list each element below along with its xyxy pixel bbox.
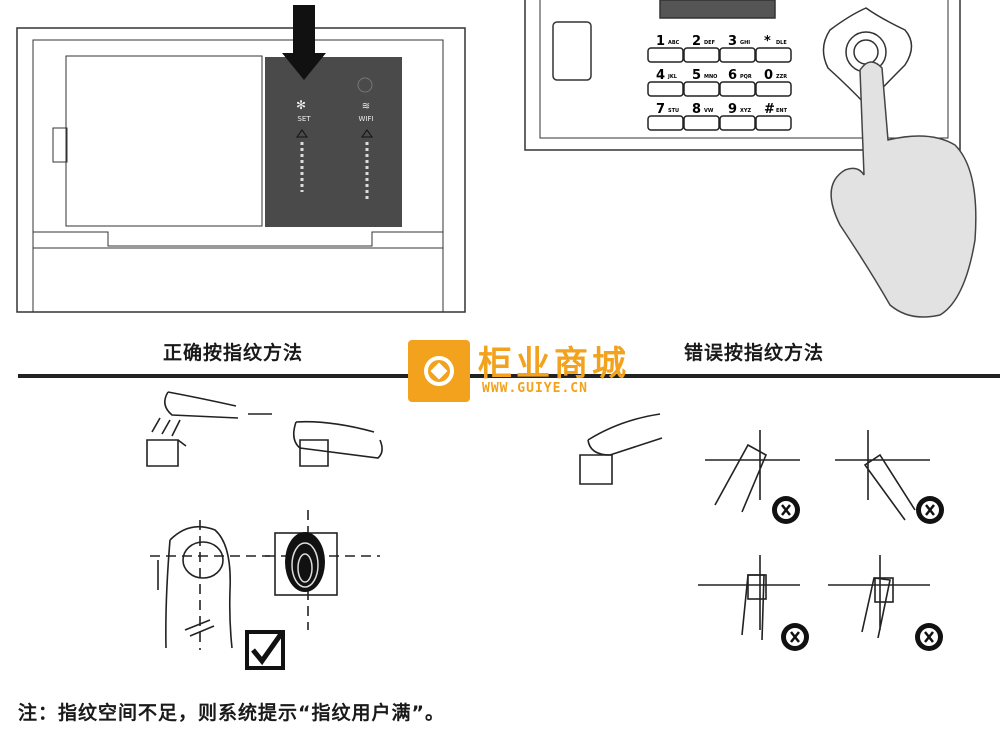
hand-pointing xyxy=(830,61,977,318)
footnote: 注：指纹空间不足，则系统提示“指纹用户满”。 xyxy=(18,702,445,724)
wrong-x-icon xyxy=(915,623,943,651)
svg-text:MNO: MNO xyxy=(704,74,717,80)
svg-text:#: # xyxy=(764,102,775,117)
svg-text:JKL: JKL xyxy=(667,74,678,80)
watermark-name: 柜业商城 xyxy=(478,344,630,384)
svg-text:*: * xyxy=(764,34,771,49)
arrow-down-icon xyxy=(282,5,326,80)
keypad-key: * DLE xyxy=(755,34,792,63)
svg-text:XYZ: XYZ xyxy=(740,108,751,114)
svg-text:STU: STU xyxy=(668,108,679,114)
wifi-icon: ≋ xyxy=(362,101,370,112)
svg-text:VW: VW xyxy=(704,108,714,114)
wifi-label: WIFI xyxy=(358,115,373,123)
svg-text:9: 9 xyxy=(728,102,737,117)
set-label: SET xyxy=(297,115,311,123)
wrong-method-illustration xyxy=(579,413,930,641)
svg-text:3: 3 xyxy=(728,34,737,49)
svg-text:0: 0 xyxy=(764,68,773,83)
svg-text:ZZR: ZZR xyxy=(776,74,787,80)
svg-text:DEF: DEF xyxy=(704,40,715,46)
svg-text:2: 2 xyxy=(692,34,701,49)
svg-text:5: 5 xyxy=(692,68,701,83)
svg-text:1: 1 xyxy=(656,34,665,49)
svg-text:ABC: ABC xyxy=(668,40,680,46)
gear-icon: ✻ xyxy=(296,98,306,112)
svg-text:ENT: ENT xyxy=(776,108,788,114)
keypad-key: #ENT xyxy=(755,102,792,131)
svg-text:GHI: GHI xyxy=(740,40,750,46)
wrong-x-icon xyxy=(772,496,800,524)
watermark-url: WWW.GUIYE.CN xyxy=(482,381,588,396)
correct-method-illustration xyxy=(146,391,383,650)
check-icon xyxy=(245,630,285,670)
wrong-x-icon xyxy=(781,623,809,651)
svg-text:4: 4 xyxy=(656,68,665,83)
watermark-logo-icon xyxy=(408,340,470,402)
wrong-x-icon xyxy=(916,496,944,524)
heading-correct: 正确按指纹方法 xyxy=(163,342,304,364)
svg-text:6: 6 xyxy=(728,68,737,83)
device-front xyxy=(524,0,961,151)
svg-text:PQR: PQR xyxy=(740,74,752,80)
dark-panel xyxy=(265,57,402,227)
heading-wrong: 错误按指纹方法 xyxy=(684,342,825,364)
svg-text:7: 7 xyxy=(656,102,665,117)
svg-text:8: 8 xyxy=(692,102,701,117)
svg-text:DLE: DLE xyxy=(776,40,787,46)
device-side-panel xyxy=(16,27,466,313)
